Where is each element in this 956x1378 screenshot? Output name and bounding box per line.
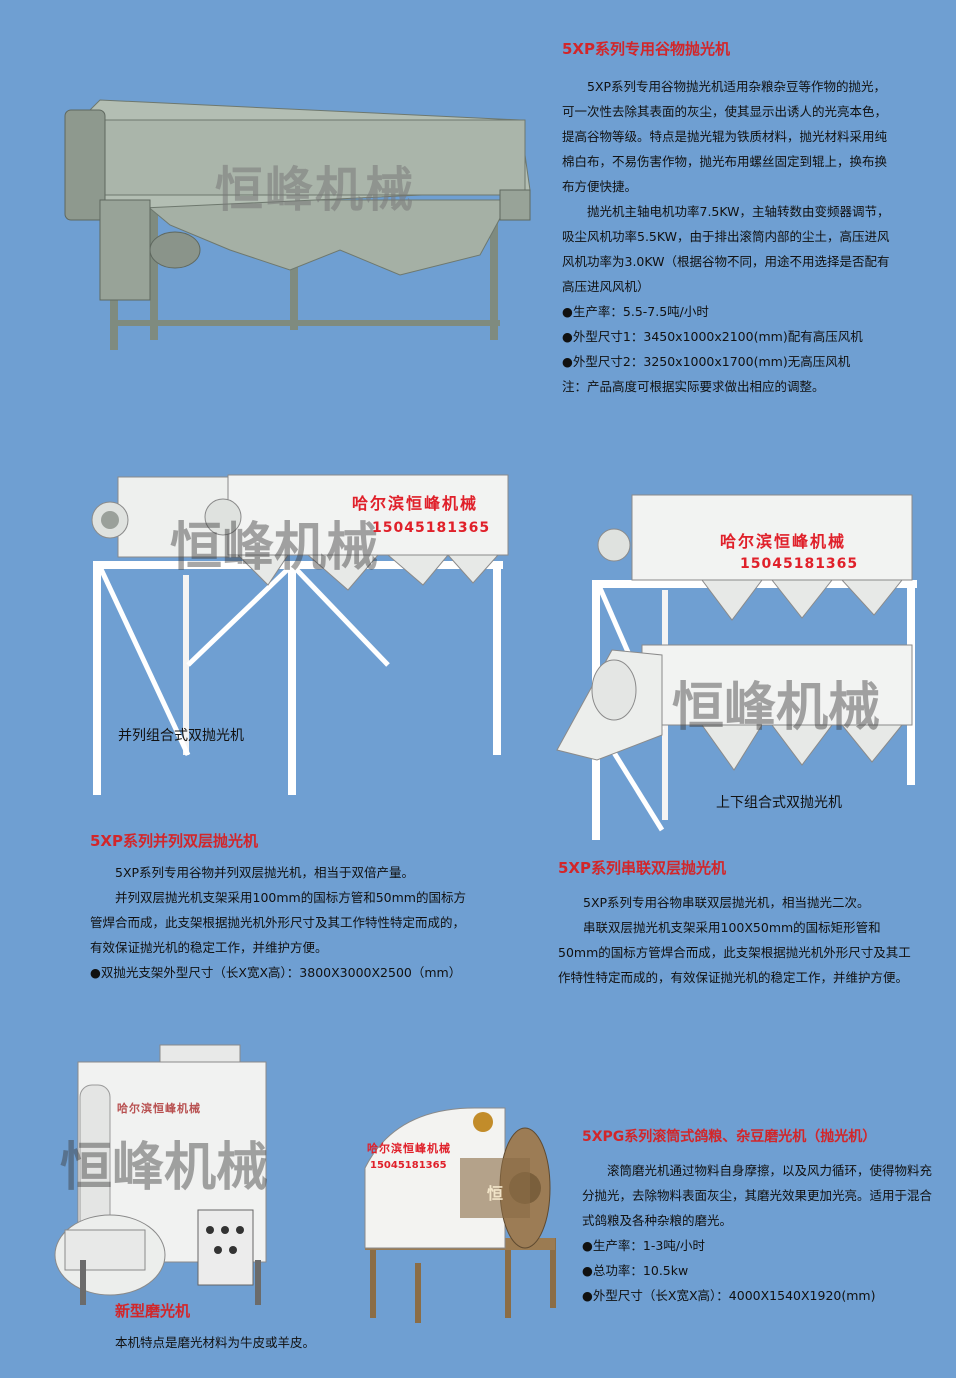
section1-body: 5XP系列专用谷物抛光机适用杂粮杂豆等作物的抛光，可一次性去除其表面的灰尘，使其… bbox=[562, 74, 894, 399]
section1-bullet-3: ●外型尺寸2：3250x1000x1700(mm)无高压风机 bbox=[562, 354, 851, 369]
section5-title: 5XPG系列滚筒式鸽粮、杂豆磨光机（抛光机） bbox=[582, 1129, 877, 1145]
polisher-machine-image bbox=[40, 80, 560, 360]
section2-paragraph-2: 并列双层抛光机支架采用100mm的国标方管和50mm的国标方管焊合而成，此支架根… bbox=[90, 890, 466, 955]
section1-paragraph-2: 抛光机主轴电机功率7.5KW，主轴转数由变频器调节，吸尘风机功率5.5KW，由于… bbox=[562, 204, 890, 294]
new-grinder-image bbox=[50, 1040, 280, 1310]
section1-paragraph-1: 5XP系列专用谷物抛光机适用杂粮杂豆等作物的抛光，可一次性去除其表面的灰尘，使其… bbox=[562, 79, 888, 194]
section2-body: 5XP系列专用谷物并列双层抛光机，相当于双倍产量。 并列双层抛光机支架采用100… bbox=[90, 860, 470, 985]
section4-text: 本机特点是磨光材料为牛皮或羊皮。 bbox=[115, 1335, 316, 1350]
drum-logo-char: 恒 bbox=[487, 1184, 504, 1203]
drum-phone-label: 15045181365 bbox=[370, 1160, 447, 1171]
section5-bullet-1: ●生产率：1-3吨/小时 bbox=[582, 1238, 706, 1253]
watermark-2: 恒峰机械 bbox=[170, 518, 379, 578]
section3-title: 5XP系列串联双层抛光机 bbox=[558, 859, 726, 877]
section1-bullet-1: ●生产率：5.5-7.5吨/小时 bbox=[562, 304, 709, 319]
watermark-3: 恒峰机械 bbox=[672, 678, 881, 738]
parallel-phone-label: 15045181365 bbox=[372, 520, 491, 536]
watermark-4: 恒峰机械 bbox=[60, 1138, 269, 1198]
drum-brand-label: 哈尔滨恒峰机械 bbox=[367, 1142, 451, 1155]
caption-parallel: 并列组合式双抛光机 bbox=[118, 728, 244, 744]
section5-bullet-3: ●外型尺寸（长X宽X高）：4000X1540X1920(mm) bbox=[582, 1288, 876, 1303]
parallel-brand-label: 哈尔滨恒峰机械 bbox=[352, 494, 479, 513]
section2-title: 5XP系列并列双层抛光机 bbox=[90, 832, 258, 850]
section3-paragraph-1: 5XP系列专用谷物串联双层抛光机，相当抛光二次。 bbox=[583, 895, 870, 910]
section5-bullet-2: ●总功率：10.5kw bbox=[582, 1263, 689, 1278]
section1-note: 注：产品高度可根据实际要求做出相应的调整。 bbox=[562, 379, 825, 394]
section5-body: 滚筒磨光机通过物料自身摩擦，以及风力循环，使得物料充分抛光，去除物料表面灰尘，其… bbox=[582, 1158, 937, 1308]
section3-body: 5XP系列专用谷物串联双层抛光机，相当抛光二次。 串联双层抛光机支架采用100X… bbox=[558, 890, 913, 990]
section1-title: 5XP系列专用谷物抛光机 bbox=[562, 40, 730, 58]
section1-bullet-2: ●外型尺寸1：3450x1000x2100(mm)配有高压风机 bbox=[562, 329, 863, 344]
section5-paragraph-1: 滚筒磨光机通过物料自身摩擦，以及风力循环，使得物料充分抛光，去除物料表面灰尘，其… bbox=[582, 1163, 933, 1228]
section3-paragraph-2: 串联双层抛光机支架采用100X50mm的国标矩形管和50mm的国标方管焊合而成，… bbox=[558, 920, 911, 985]
section2-paragraph-1: 5XP系列专用谷物并列双层抛光机，相当于双倍产量。 bbox=[115, 865, 415, 880]
watermark-1: 恒峰机械 bbox=[215, 162, 416, 218]
section4-title: 新型磨光机 bbox=[115, 1302, 191, 1320]
parallel-polisher-image bbox=[88, 465, 518, 805]
grinder-brand-label: 哈尔滨恒峰机械 bbox=[117, 1102, 201, 1115]
updown-phone-label: 15045181365 bbox=[740, 556, 859, 572]
caption-updown: 上下组合式双抛光机 bbox=[716, 795, 842, 811]
updown-brand-label: 哈尔滨恒峰机械 bbox=[720, 532, 847, 551]
drum-polisher-image bbox=[355, 1098, 570, 1328]
section2-bullet-1: ●双抛光支架外型尺寸（长X宽X高）：3800X3000X2500（mm） bbox=[90, 965, 462, 980]
updown-polisher-image bbox=[552, 480, 922, 840]
